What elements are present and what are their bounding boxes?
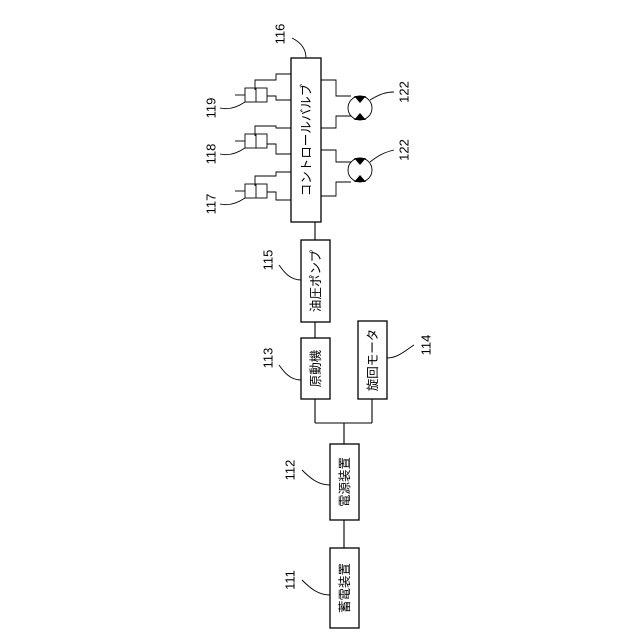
hydraulic-pump-label: 油圧ポンプ [308, 249, 323, 312]
ref-116: 116 [273, 24, 288, 45]
ref-117: 117 [204, 194, 219, 215]
motor-lower-arrow-bottom [354, 175, 366, 182]
motor-upper-arrow-bottom [354, 113, 366, 120]
block-control-valve: コントロールバルブ [291, 58, 321, 222]
leader-122-lower [370, 150, 394, 162]
ref-112: 112 [283, 460, 298, 481]
ref-122-upper: 122 [397, 81, 412, 103]
ref-119: 119 [204, 98, 219, 119]
cylinder-119-pipes [255, 74, 291, 100]
leader-114 [387, 345, 414, 358]
block-prime-mover: 原動機 [301, 338, 330, 399]
control-valve-label: コントロールバルブ [299, 83, 314, 196]
leader-113 [279, 365, 301, 380]
power-supply-label: 電源装置 [337, 457, 352, 507]
motor-upper-arrow-top [354, 96, 366, 103]
cylinder-118 [235, 126, 291, 154]
cylinder-118-pipes [255, 126, 291, 154]
motor-lower-pipes [321, 150, 351, 196]
leader-112 [302, 470, 330, 485]
leader-116 [292, 38, 306, 58]
motor-122-lower [321, 150, 372, 196]
leader-122-upper [370, 92, 394, 100]
motor-122-upper [321, 80, 372, 128]
leader-117 [220, 198, 245, 205]
storage-device-label: 蓄電装置 [337, 563, 352, 613]
prime-mover-label: 原動機 [308, 349, 323, 387]
cylinder-117 [235, 172, 291, 200]
ref-118: 118 [204, 144, 219, 165]
ref-111: 111 [283, 570, 298, 590]
leader-118 [220, 148, 245, 155]
block-swing-motor: 旋回モータ [358, 321, 387, 399]
motor-lower-arrow-top [354, 158, 366, 165]
ref-122-lower: 122 [397, 139, 412, 161]
ref-113: 113 [261, 348, 276, 369]
block-hydraulic-pump: 油圧ポンプ [301, 240, 330, 322]
leader-119 [220, 102, 245, 109]
leader-115 [279, 265, 301, 280]
ref-114: 114 [419, 335, 434, 356]
block-power-supply: 電源装置 [330, 444, 359, 520]
cylinder-117-pipes [255, 172, 291, 200]
ref-115: 115 [261, 250, 276, 271]
cylinder-119 [235, 74, 291, 102]
motor-upper-pipes [321, 80, 351, 128]
block-storage-device: 蓄電装置 [330, 548, 359, 628]
swing-motor-label: 旋回モータ [365, 329, 380, 392]
leader-111 [302, 580, 330, 595]
